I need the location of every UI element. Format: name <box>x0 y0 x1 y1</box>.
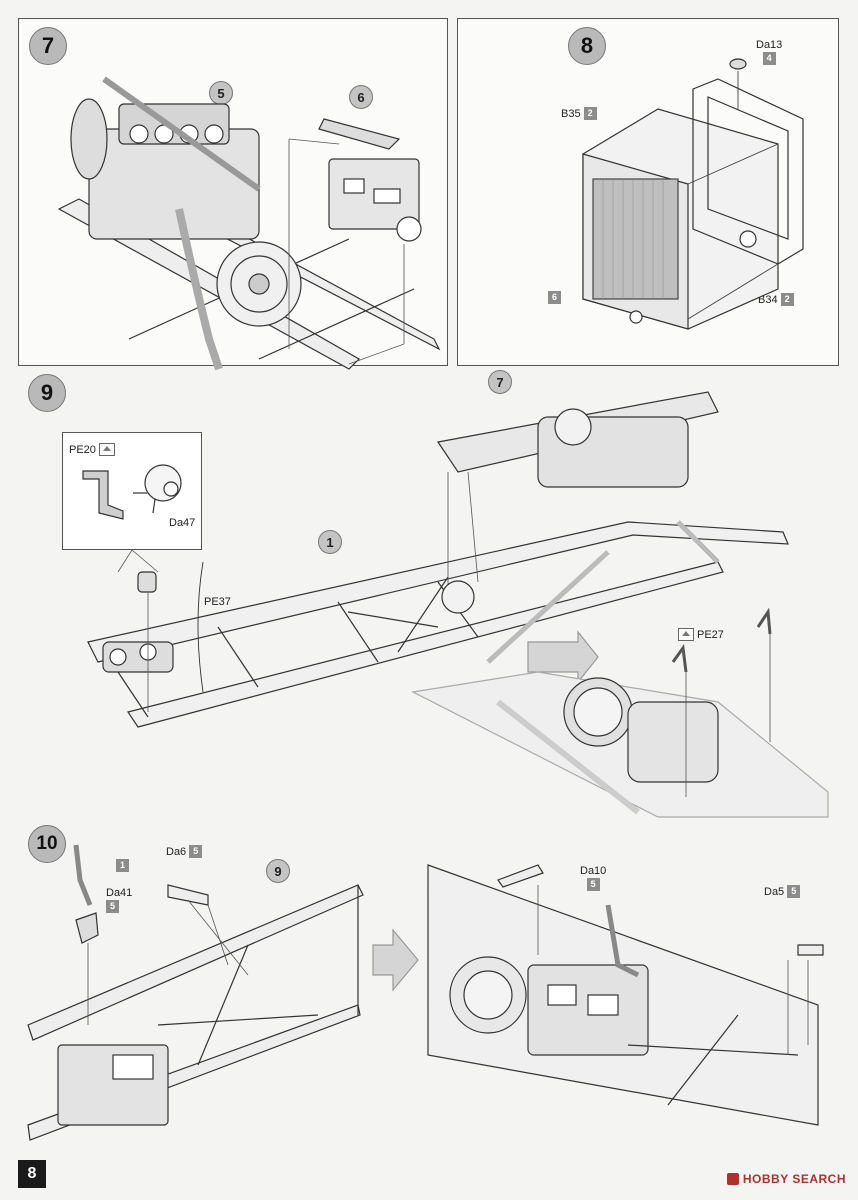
step-number-10: 10 <box>28 825 66 863</box>
part-label-da10: Da10 5 <box>580 865 606 891</box>
sprue-chip-da5: 5 <box>787 885 801 898</box>
part-label-lever: 1 <box>116 859 130 872</box>
step-8-panel: 8 Da13 4 B35 2 6 B34 2 <box>457 18 839 366</box>
part-label-b34: B34 2 <box>758 293 794 306</box>
sprue-chip-b34: 2 <box>780 293 794 306</box>
engine-chassis-drawing <box>57 76 441 371</box>
part-name-da47: Da47 <box>169 517 196 529</box>
part-label-pe20: PE20 <box>69 443 115 456</box>
part-name-b35: B35 <box>561 107 581 120</box>
watermark-text: HOBBY SEARCH <box>742 1172 846 1186</box>
watermark-logo-icon <box>726 1173 739 1185</box>
part-label-grille: 6 <box>548 291 562 304</box>
part-label-pe37: PE37 <box>204 596 231 608</box>
part-label-b35: B35 2 <box>561 107 597 120</box>
sprue-chip-da10: 5 <box>586 878 600 891</box>
hobby-search-watermark: HOBBY SEARCH <box>726 1172 846 1186</box>
part-label-da13: Da13 4 <box>756 39 782 65</box>
part-label-da41: Da41 5 <box>106 887 132 913</box>
part-name-da6: Da6 <box>166 845 187 858</box>
part-name-da13: Da13 <box>756 39 783 51</box>
photo-etch-icon-2 <box>678 628 694 641</box>
sprue-chip-da41: 5 <box>106 900 120 913</box>
step-9-panel: 9 7 1 PE20 Da47 PE37 PE27 <box>18 370 839 820</box>
callout-1: 1 <box>318 530 342 554</box>
step-7-panel: 7 5 6 <box>18 18 448 371</box>
photo-etch-icon <box>98 443 115 456</box>
callout-6: 6 <box>349 85 373 109</box>
sprue-chip-b35: 2 <box>583 107 597 120</box>
part-label-pe27: PE27 <box>678 628 724 641</box>
part-label-da47: Da47 <box>169 517 195 529</box>
part-name-da5: Da5 <box>764 885 785 898</box>
part-label-da5: Da5 5 <box>764 885 801 898</box>
step-number-8: 8 <box>568 27 606 65</box>
radiator-drawing <box>582 58 804 330</box>
part-name-da10: Da10 <box>580 865 607 877</box>
chassis-frame-drawing <box>87 391 829 818</box>
step-number-9: 9 <box>28 374 66 412</box>
sprue-chip-grille: 6 <box>548 291 562 304</box>
page-number: 8 <box>18 1160 46 1188</box>
bracket-and-light-drawing <box>82 464 182 520</box>
sprue-chip-da13: 4 <box>762 52 776 65</box>
step-10-panel: 10 9 1 Da41 5 Da6 5 Da10 5 Da5 5 <box>18 825 839 1165</box>
callout-9: 9 <box>266 859 290 883</box>
part-name-pe27: PE27 <box>697 628 724 641</box>
sprue-chip-da6: 5 <box>189 845 203 858</box>
part-label-da6: Da6 5 <box>166 845 203 858</box>
part-name-pe37: PE37 <box>204 596 231 608</box>
callout-7: 7 <box>488 370 512 394</box>
part-name-pe20: PE20 <box>69 443 96 456</box>
detail-inset-pe20: PE20 Da47 <box>62 432 202 550</box>
part-name-da41: Da41 <box>106 887 133 899</box>
gearbox-frame-drawing <box>27 844 824 1141</box>
part-name-b34: B34 <box>758 293 778 306</box>
sprue-chip-lever: 1 <box>116 859 130 872</box>
step-number-7: 7 <box>29 27 67 65</box>
